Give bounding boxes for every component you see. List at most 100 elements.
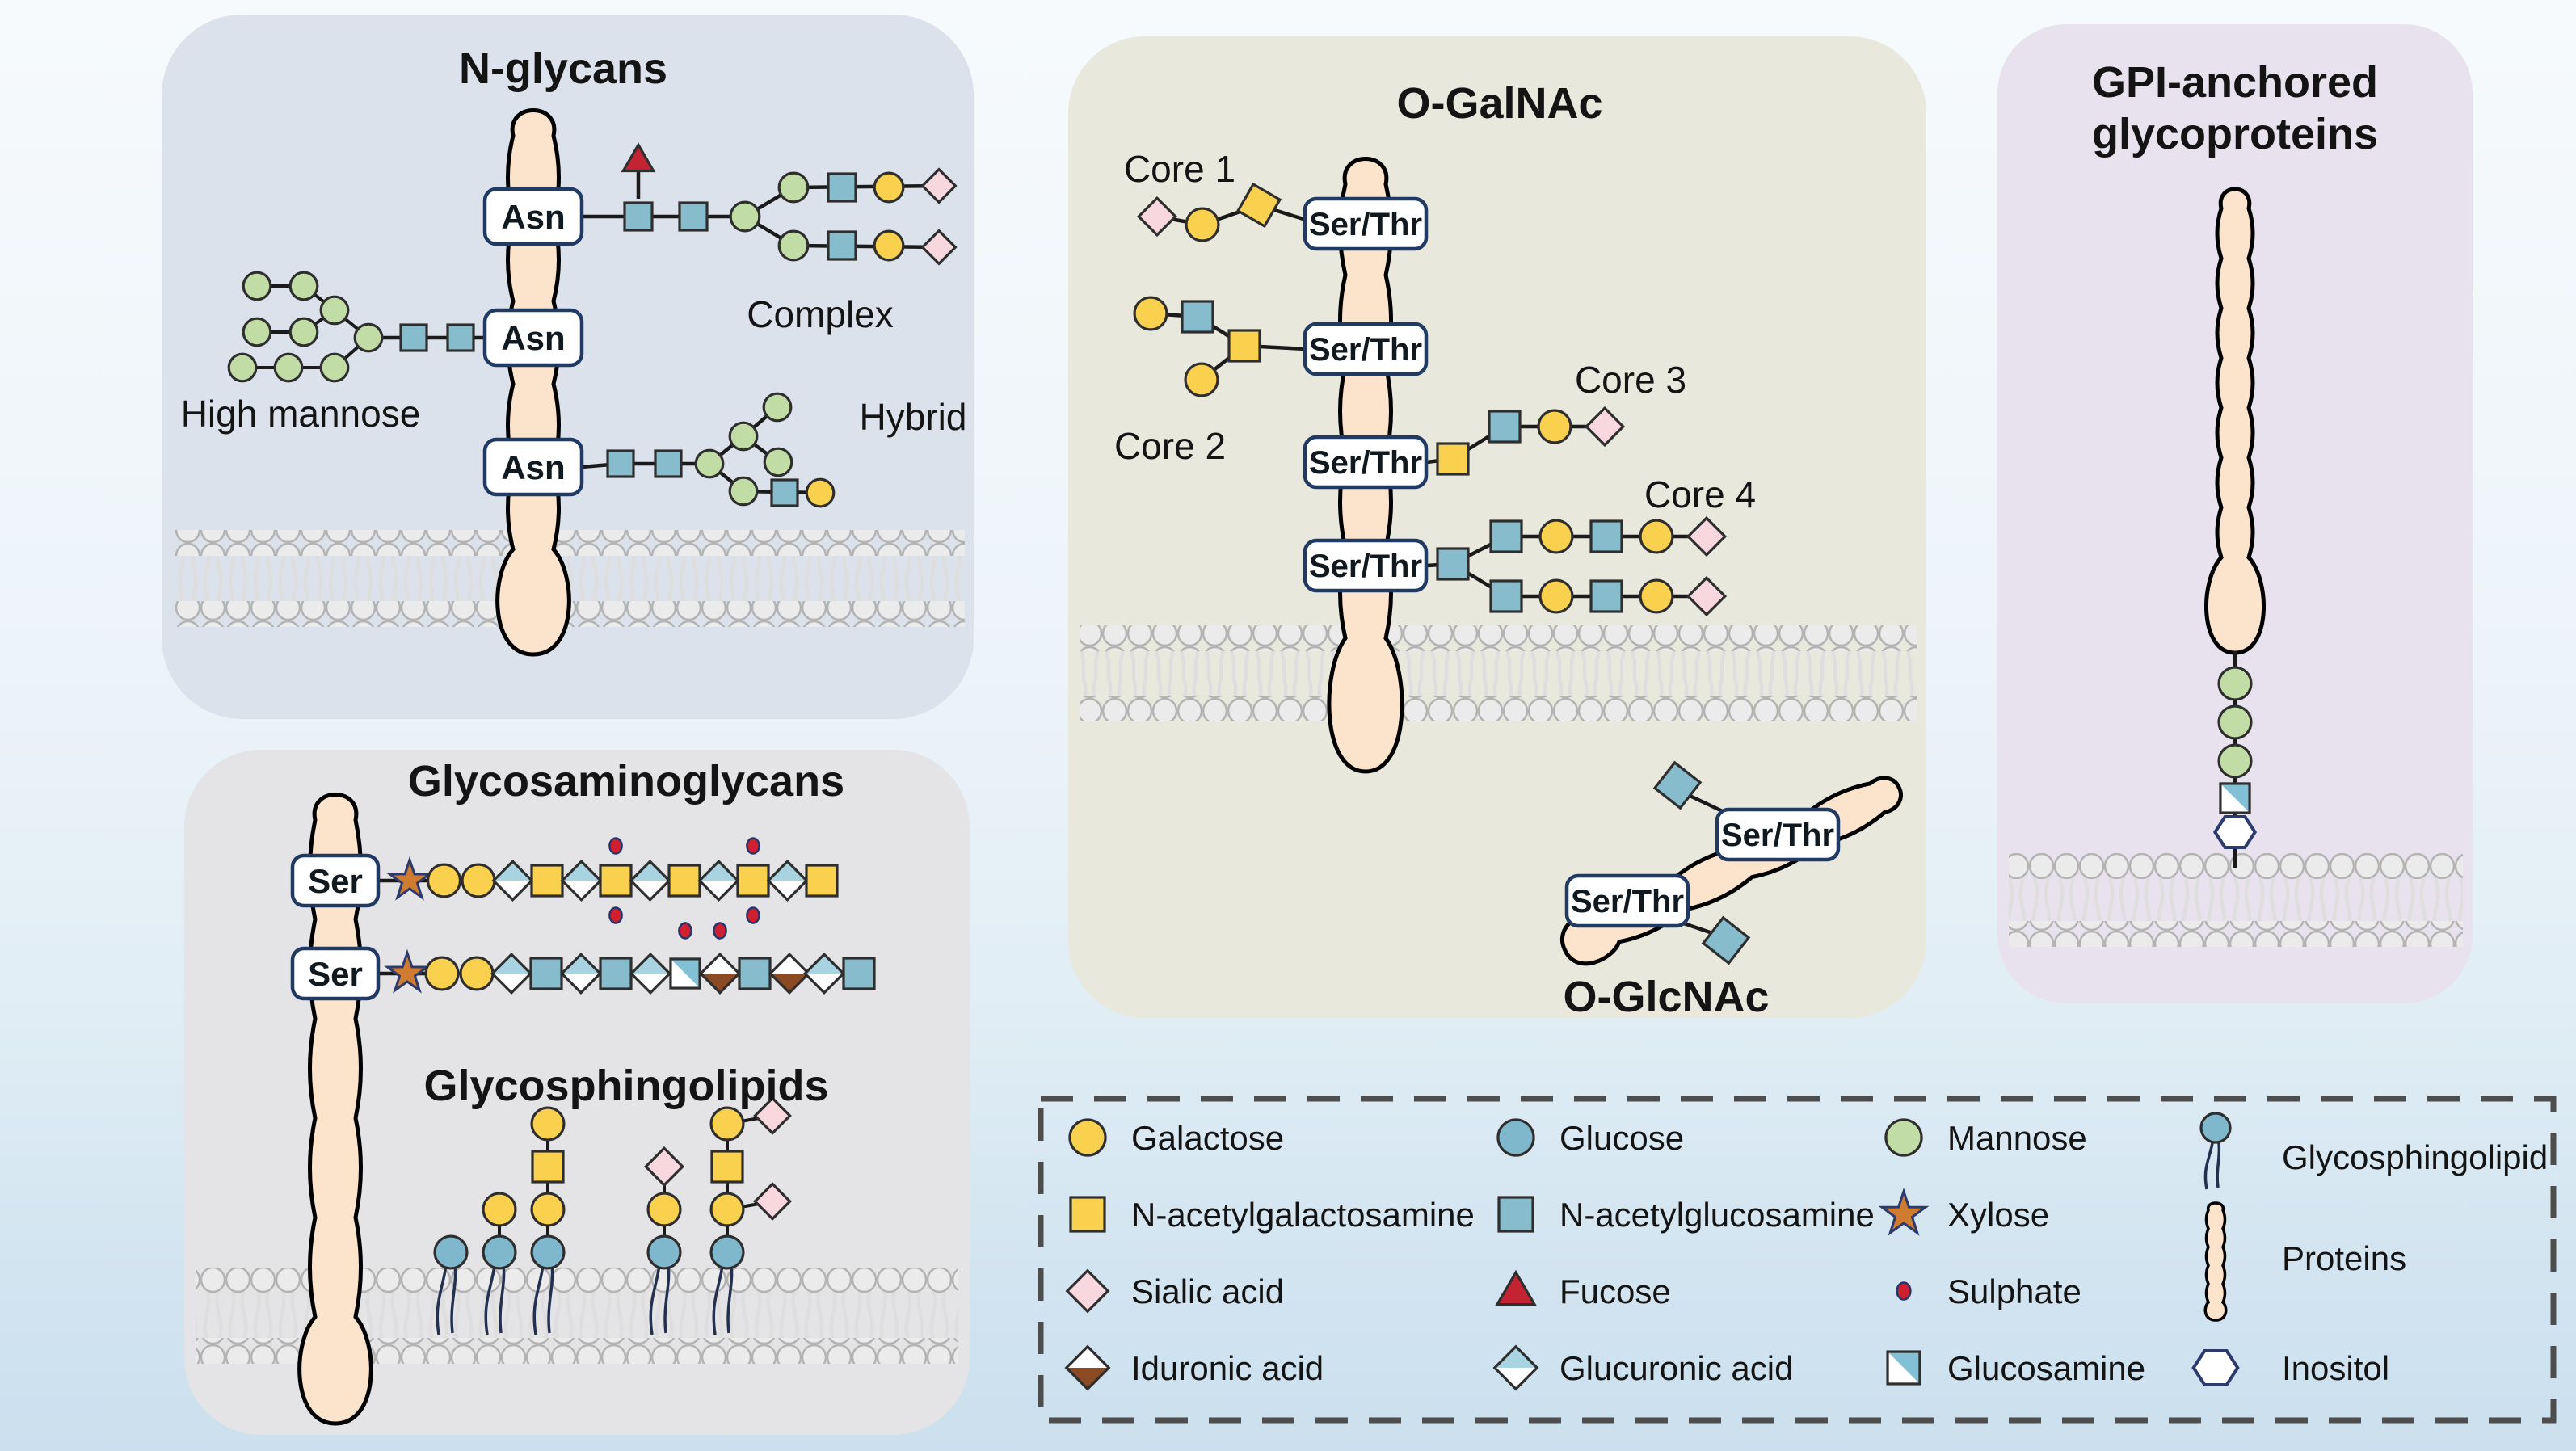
legend-label: Glucuronic acid [1559,1349,1793,1387]
legend-label: Sulphate [1947,1272,2081,1310]
n-acetylglucosamine-icon [1489,579,1523,613]
mannose-icon [2217,666,2253,701]
asn-label: Asn [501,198,565,236]
sialic-acid-icon [753,1096,792,1135]
glucosamine-icon [669,957,701,990]
lipid-tail [726,1264,734,1334]
sulphate-icon [1896,1281,1912,1301]
asn-residue-box: Asn [482,308,584,368]
fucose-icon [621,142,656,173]
complex-label: Complex [747,293,894,335]
galactose-icon [426,863,462,898]
glucuronic-acid-icon [560,859,603,902]
legend-label: Iduronic acid [1131,1349,1324,1387]
sialic-acid-icon [920,229,958,266]
galactose-icon [1133,296,1168,331]
legend-label: Fucose [1559,1272,1671,1310]
ser-thr-residue-box: Ser/Thr [1303,322,1429,376]
iduronic-acid-icon [698,952,742,995]
mannose-icon [763,447,793,477]
ser-thr-label: Ser/Thr [1309,549,1422,584]
lipid-tail [547,1264,554,1334]
n-acetylgalactosamine-icon [1235,182,1282,229]
lipid-tail [649,1264,661,1335]
glucose-icon [1496,1118,1535,1157]
n-acetylglucosamine-icon [1489,519,1523,553]
xylose-icon [386,856,433,901]
lipid-tail [484,1264,496,1335]
legend-label: N-acetylgalactosamine [1131,1196,1475,1234]
galactose-icon [424,956,460,991]
gpi-title-line2: glycoproteins [2092,110,2378,158]
legend-label: Mannose [1947,1119,2087,1157]
o-glcnac-title: O-GlcNAc [1563,973,1769,1021]
xylose-icon [384,948,431,994]
galactose-icon [1639,578,1674,614]
n-acetylglucosamine-icon [1488,410,1522,444]
inositol-icon [2191,1349,2240,1386]
n-acetylglucosamine-icon [1589,519,1623,553]
inositol-icon [2212,815,2258,849]
xylose-icon [1878,1187,1930,1236]
n-glycans-title: N-glycans [459,44,667,93]
gpi-title-line1: GPI-anchored [2092,58,2378,107]
galactose-icon [709,1192,745,1227]
sulphate-icon [746,837,760,855]
n-acetylglucosamine-icon [1181,300,1214,334]
ser-thr-label: Ser/Thr [1721,818,1834,853]
ser-thr-label: Ser/Thr [1571,884,1684,919]
ser-thr-residue-box: Ser/Thr [1564,873,1690,928]
n-acetylglucosamine-icon [827,172,857,203]
sialic-acid-icon [643,1146,685,1188]
n-acetylglucosamine-icon [738,957,772,990]
n-acetylglucosamine-icon [1497,1196,1534,1233]
n-acetylglucosamine-icon [1436,547,1470,581]
mannose-icon [777,171,810,204]
glucuronic-acid-icon [1492,1344,1539,1391]
core-2-label: Core 2 [1114,425,1226,467]
ser-thr-residue-box: Ser/Thr [1303,538,1429,593]
galactose-icon [805,477,836,508]
mannose-icon [319,295,350,326]
glucose-icon [709,1234,745,1270]
galactose-icon [709,1106,745,1142]
n-acetylglucosamine-icon [529,957,563,990]
n-acetylglucosamine-icon [1701,915,1751,965]
galactose-icon [461,863,496,898]
glucuronic-acid-icon [629,952,672,995]
glycosphingolipid-icon [2199,1112,2232,1190]
glycan-structures [227,142,2258,1391]
n-acetylglucosamine-icon [1652,760,1703,810]
legend-label: Inositol [2282,1349,2389,1387]
sialic-acid-icon [1136,196,1178,238]
ser-label: Ser [308,862,363,900]
ser-thr-residue-box: Ser/Thr [1715,807,1841,862]
n-acetylglucosamine-icon [1589,579,1623,613]
lipid-tail [436,1264,448,1335]
galactose-icon [1185,207,1220,242]
asn-label: Asn [501,448,565,486]
ser-thr-residue-box: Ser/Thr [1303,435,1429,490]
mannose-icon [288,271,319,301]
glucuronic-acid-icon [491,859,534,902]
sialic-acid-icon [1686,575,1728,617]
mannose-icon [2217,743,2253,779]
mannose-icon [728,421,759,452]
galactose-icon [873,229,905,262]
glucuronic-acid-icon [490,952,533,995]
galactose-icon [459,956,495,991]
panel-glycosaminoglycans [184,750,970,1435]
lipid-tail [450,1264,457,1334]
gpi-anchored-protein [2204,187,2266,655]
core-3-label: Core 3 [1575,359,1686,401]
glucuronic-acid-icon [766,859,809,902]
mannose-icon [762,392,793,423]
sulphate-icon [608,906,623,924]
sialic-acid-icon [1065,1268,1110,1314]
n-acetylglucosamine-icon [770,478,799,507]
lipid-tail [499,1264,506,1334]
legend-label: Proteins [2282,1239,2406,1277]
glucose-icon [530,1234,566,1270]
galactose-icon [530,1192,566,1227]
